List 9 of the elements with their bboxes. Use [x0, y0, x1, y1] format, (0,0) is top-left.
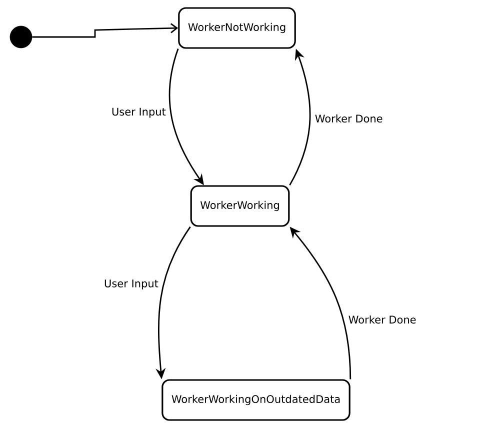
- arrow: [32, 23, 178, 38]
- state-box: WorkerNotWorking: [178, 7, 296, 49]
- edge-label: Worker Done: [347, 314, 418, 325]
- edge-label: User Input: [103, 278, 160, 290]
- state-box: WorkerWorkingOnOutdatedData: [162, 379, 350, 421]
- initial-state-dot: [10, 26, 32, 48]
- edge-label: User Input: [110, 106, 167, 119]
- state-box: WorkerWorking: [190, 185, 290, 227]
- edge-label: Worker Done: [314, 113, 384, 124]
